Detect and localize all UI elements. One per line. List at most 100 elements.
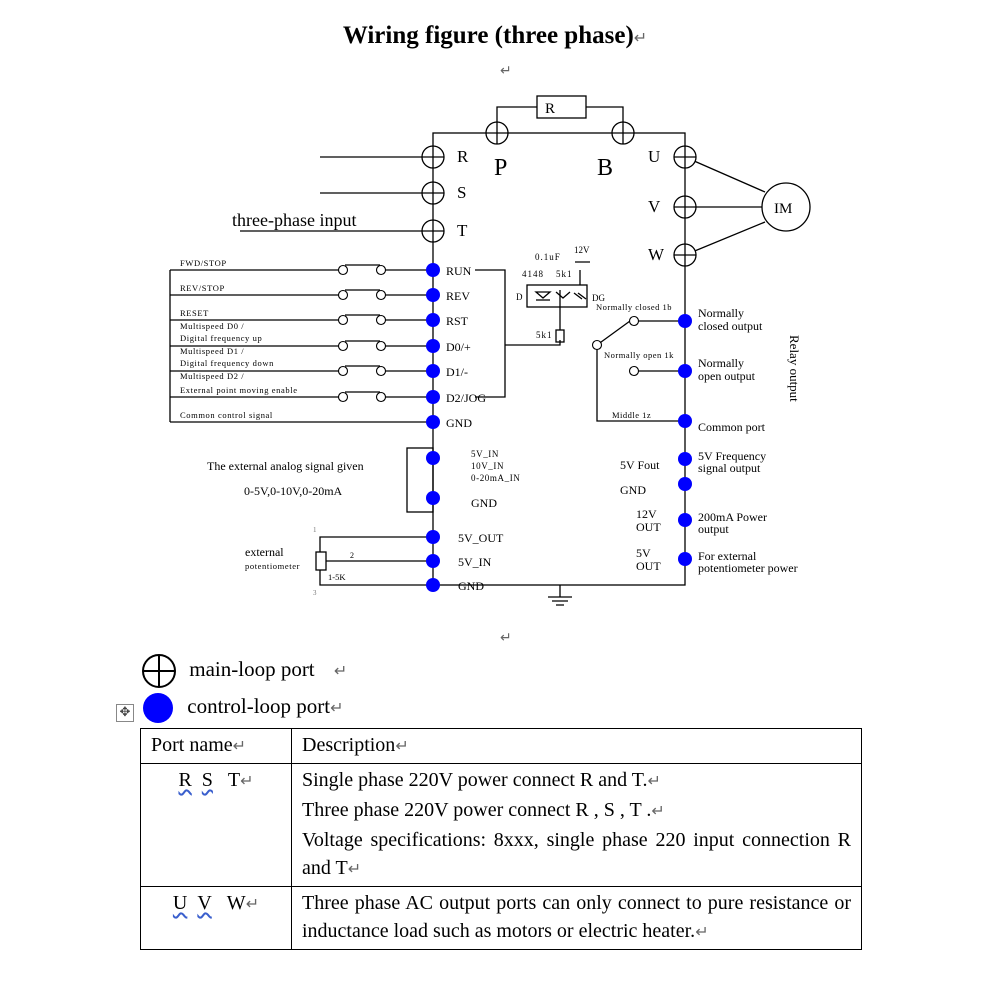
control-port-5-icon [426,390,440,404]
control-desc-3-1: Multispeed D1 / [180,346,244,356]
analog-port-2-icon [426,491,440,505]
right-port-desc-3-0: For external [698,549,757,563]
main-loop-port-icon [142,654,176,688]
pot-pin2-label: 2 [350,551,354,560]
relay-nc-label-0: Normally [698,306,744,320]
switch-contact-right-2 [375,314,387,326]
control-terminal-label-3: D0/+ [446,340,471,354]
switch-contact-right-5 [375,391,387,403]
page-title: Wiring figure (three phase)↵ [342,22,648,49]
control-loop-port-icon [143,693,173,723]
analog-gnd-label: GND [471,496,497,510]
port-input-s-icon [421,181,445,205]
switch-contact-left-4 [337,365,349,377]
pot-label-2: potentiometer [245,561,300,571]
opto-volt-label: 12V [574,245,590,255]
relay-no-label-0: Normally [698,356,744,370]
relay-nc-port-icon [678,314,692,328]
control-port-2-icon [426,313,440,327]
right-port-code-0: 5V Fout [620,458,660,472]
table-row: R S T↵ Single phase 220V power connect R… [140,763,862,887]
p-label: P [494,155,507,181]
right-port-1-icon [678,477,692,491]
three-phase-input-label: three-phase input [232,210,356,230]
port-output-w-icon [673,243,697,267]
right-port-desc-2-1: output [698,522,729,536]
table-move-handle-icon[interactable]: ✥ [116,704,134,722]
control-terminal-label-1: REV [446,289,470,303]
relay-nc-small: Normally closed 1b [596,302,672,312]
port-output-u-icon [673,145,697,169]
legend-control-loop: control-loop port↵ [140,690,344,726]
opto-dg-label: DG [592,293,605,303]
port-b-icon [611,121,635,145]
output-label-0: U [648,147,660,166]
right-port-desc-0-1: signal output [698,461,761,475]
pot-pin1-label: 1 [313,526,317,534]
control-port-1-icon [426,288,440,302]
relay-common-port-icon [678,414,692,428]
switch-contact-left-3 [337,340,349,352]
control-desc-4-1: Multispeed D2 / [180,371,244,381]
right-port-code-2-1: OUT [636,520,661,534]
port-cell-rst: R S T↵ [140,763,292,887]
control-loop-label: control-loop port [187,693,331,718]
output-label-1: V [648,197,661,216]
relay-common-contact [591,339,603,351]
table-row: U V W↵ Three phase AC output ports can o… [140,886,862,950]
right-port-desc-3-1: potentiometer power [698,561,798,575]
control-desc-1-0: REV/STOP [180,283,225,293]
table-header-row: Port name↵ Description↵ [140,728,862,764]
potentiometer-symbol [315,551,327,571]
relay-no-small: Normally open 1k [604,350,674,360]
opto-cap-label: 0.1uF [535,252,561,262]
analog-in-label-2: 0-20mA_IN [471,473,520,483]
input-label-2: T [457,221,468,240]
relay-no-port-icon [678,364,692,378]
relay-no-contact [628,365,640,377]
pot-pin3-label: 3 [313,589,317,597]
paragraph-mark-title: ↵ [500,64,512,79]
relay-nc-label-1: closed output [698,319,763,333]
brake-resistor [536,95,587,119]
control-terminal-label-4: D1/- [446,365,468,379]
motor-symbol [761,182,811,232]
right-port-code-2-0: 12V [636,507,657,521]
analog-port-1-icon [426,451,440,465]
analog-desc-1: The external analog signal given [207,459,364,473]
right-port-0-icon [678,452,692,466]
switch-contact-right-0 [375,264,387,276]
right-port-code-3-0: 5V [636,546,651,560]
desc-cell-rst: Single phase 220V power connect R and T.… [291,763,862,887]
control-port-6-icon [426,415,440,429]
analog-input-box [406,447,434,513]
port-cell-uvw: U V W↵ [140,886,292,950]
control-desc-5-0: External point moving enable [180,385,298,395]
analog-desc-2: 0-5V,0-10V,0-20mA [244,484,343,498]
port-input-r-icon [421,145,445,169]
control-terminal-label-5: D2/JOG [446,391,486,405]
analog-in-label-1: 10V_IN [471,461,504,471]
output-label-2: W [648,245,665,264]
switch-contact-left-0 [337,264,349,276]
switch-contact-left-1 [337,289,349,301]
port-output-v-icon [673,195,697,219]
control-terminal-label-0: RUN [446,264,472,278]
switch-contact-right-4 [375,365,387,377]
pot-port-1-icon [426,554,440,568]
header-port-name: Port name↵ [140,728,292,764]
legend-main-loop: main-loop port ↵ [140,652,347,690]
control-port-0-icon [426,263,440,277]
right-port-code-1: GND [620,483,646,497]
drive-box-outline [432,132,686,586]
control-port-4-icon [426,364,440,378]
opto-d-label: D [516,292,523,302]
analog-in-label-0: 5V_IN [471,449,499,459]
pot-term-label-2: GND [458,579,484,593]
control-desc-4-0: Digital frequency down [180,358,274,368]
pot-port-2-icon [426,578,440,592]
relay-output-title: Relay output [787,335,802,402]
resistor-label: R [545,101,555,117]
